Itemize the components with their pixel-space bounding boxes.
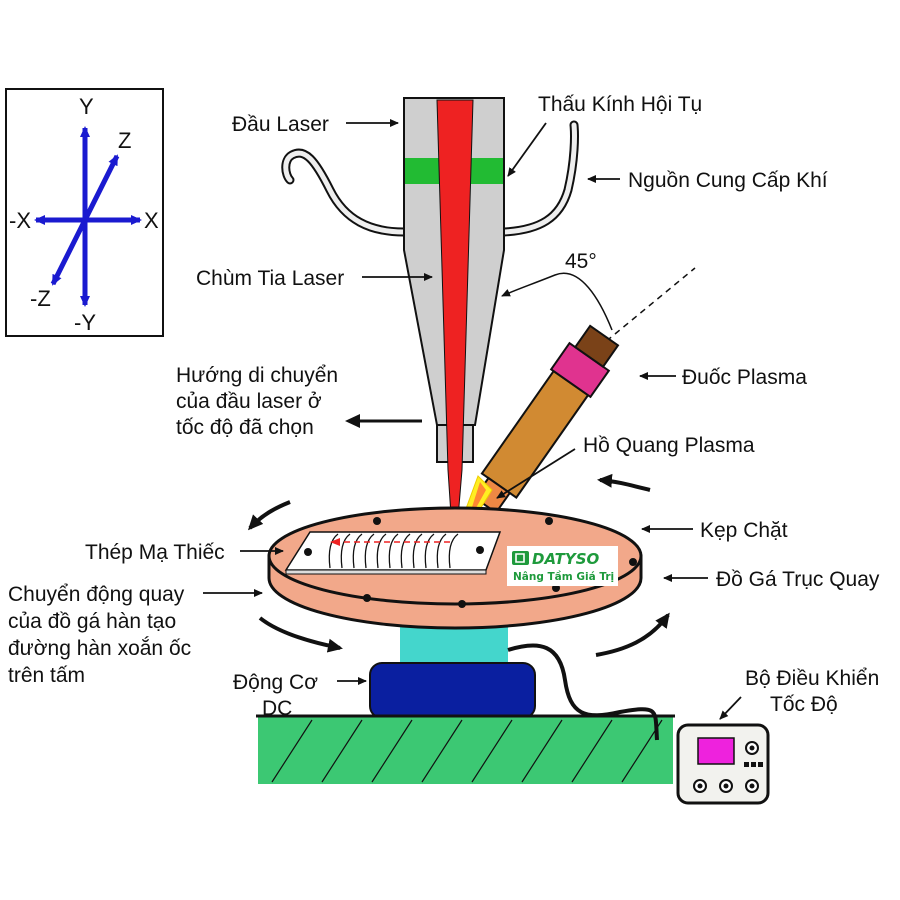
weld-ripple [424,533,435,569]
clamp-hole [373,517,381,525]
label-plasma-torch: Đuốc Plasma [682,366,807,389]
weld-ripples [328,533,459,569]
weld-ripple [340,533,351,569]
neg-x-label: -X [9,208,31,233]
angle-arc [501,272,613,331]
rotation-arrow-top-right [597,473,651,492]
weld-ripple [376,533,387,569]
label-controller-2: Tốc Độ [770,693,838,716]
base-platform [256,714,675,784]
controller-cable [507,643,659,741]
label-focus-lens: Thấu Kính Hội Tụ [538,93,702,116]
hatch-line [271,719,313,783]
x-label: X [144,208,159,233]
plasma-torch [473,324,620,515]
workpiece-plate [284,531,502,571]
torch-axis-dashed [597,267,696,349]
label-controller-1: Bộ Điều Khiển [745,667,879,690]
clamp-hole [458,600,466,608]
laser-head [403,97,505,531]
controller-pointer [719,696,742,720]
axis-legend: Y Z X -X -Z -Y [5,88,164,337]
label-workpiece: Thép Mạ Thiếc [85,541,225,564]
hatch-line [371,719,413,783]
rotation-arrow-bottom-left [258,616,343,653]
torch-cap [573,324,620,369]
logo-brand: DATYSO [532,550,600,568]
neg-y-label: -Y [74,310,96,335]
label-clamp: Kẹp Chặt [700,519,788,542]
label-rotation-4: trên tấm [8,664,85,687]
z-axis-arrow [82,154,120,222]
neg-z-axis-arrow [50,218,88,286]
label-rotation-1: Chuyển động quay [8,583,185,606]
hatch-line [421,719,463,783]
hatch-line [571,719,613,783]
label-plasma-arc: Hồ Quang Plasma [583,434,755,457]
rotation-arrow-bottom-right [595,612,670,657]
angle-label: 45° [565,250,597,273]
leader-arrows [203,119,742,720]
label-laser-beam: Chùm Tia Laser [196,267,344,290]
weld-ripple [328,533,339,569]
label-laser-head: Đầu Laser [232,113,329,136]
dc-motor [369,662,536,719]
speed-controller [676,723,770,805]
workpiece [284,531,502,575]
label-rotation-3: đường hàn xoắn ốc [8,637,191,660]
angle-indicator: 45° [501,250,696,349]
label-move-direction-3: tốc độ đã chọn [176,416,314,439]
lens-pointer [507,122,547,177]
controller-screen [697,737,735,765]
rotation-arrow-top-left [247,500,291,531]
label-dc-motor-2: DC [262,697,292,720]
label-rotation-2: của đồ gá hàn tạo [8,610,176,633]
weld-ripple [436,533,447,569]
weld-ripple [364,533,375,569]
hatch-line [321,719,363,783]
weld-ripple [352,533,363,569]
hatch-line [521,719,563,783]
weld-ripple [388,533,399,569]
weld-ripple [448,533,459,569]
label-move-direction-1: Hướng di chuyển [176,364,338,387]
logo-mark-icon [512,551,529,565]
label-dc-motor-1: Động Cơ [233,671,318,694]
label-move-direction-2: của đầu laser ở [176,390,322,413]
rotation-arrows [247,473,670,657]
clamp-hole [629,558,637,566]
logo-tagline: Nâng Tầm Giá Trị [513,571,614,583]
arc-pointer [496,448,576,499]
neg-z-label: -Z [30,286,51,311]
clamp-hole [545,517,553,525]
label-rotary-fixture: Đồ Gá Trục Quay [716,568,880,591]
clamp-hole [363,594,371,602]
left-hose [281,148,409,237]
label-gas-supply: Nguồn Cung Cấp Khí [628,169,828,192]
torch-body [480,369,590,499]
weld-ripple [412,533,423,569]
hatch-line [471,719,513,783]
datyso-logo: DATYSO Nâng Tầm Giá Trị [507,546,618,586]
y-label: Y [79,94,94,119]
weld-ripple [400,533,411,569]
z-label: Z [118,128,131,153]
gas-hoses [281,120,579,237]
right-hose [499,120,579,237]
